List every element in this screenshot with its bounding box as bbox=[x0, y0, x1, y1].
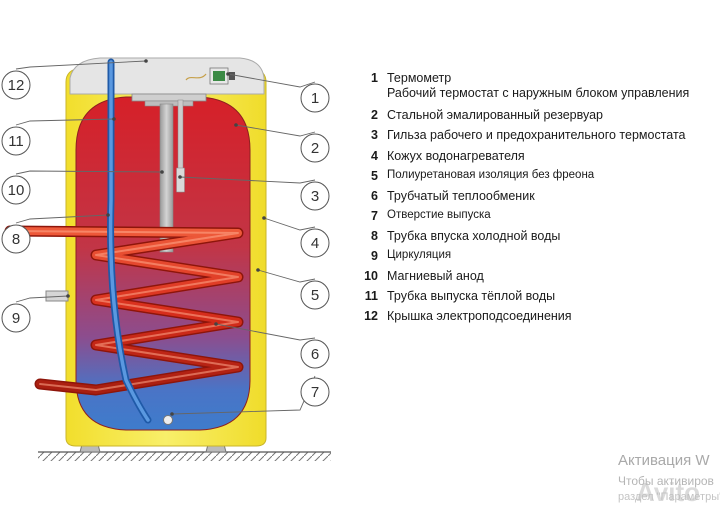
top-cover bbox=[69, 57, 265, 95]
callout-dot-7 bbox=[170, 412, 174, 416]
warm-water-outlet-pipe bbox=[107, 58, 152, 424]
legend-text: Гильза рабочего и предохранительного тер… bbox=[387, 128, 686, 142]
callout-12: 12 bbox=[1, 59, 148, 100]
thermostat-box bbox=[185, 67, 235, 85]
callout-line-12 bbox=[15, 60, 147, 70]
floor bbox=[38, 451, 331, 461]
callout-number-5: 5 bbox=[311, 287, 319, 304]
legend-text: Трубчатый теплообменик bbox=[387, 189, 535, 203]
legend-text: Трубка выпуска тёплой воды bbox=[387, 289, 556, 303]
legend-number: 3 bbox=[371, 128, 378, 142]
outlet-hole bbox=[163, 415, 173, 425]
legend-subtext: Рабочий термостат с наружным блоком упра… bbox=[387, 86, 690, 100]
callout-line-4 bbox=[263, 217, 316, 231]
legend-number: 8 bbox=[371, 229, 378, 243]
callout-circle-12 bbox=[1, 70, 31, 100]
windows-activation-subtext-2: раздел "Параметры" bbox=[618, 491, 720, 503]
callout-dot-1 bbox=[226, 72, 230, 76]
callout-circle-2 bbox=[300, 133, 330, 163]
callout-7: 7 bbox=[170, 375, 330, 416]
callout-dot-4 bbox=[262, 216, 266, 220]
callout-number-7: 7 bbox=[311, 384, 319, 401]
callout-dot-2 bbox=[234, 123, 238, 127]
legend-text: Магниевый анод bbox=[387, 269, 484, 283]
callout-dot-12 bbox=[144, 59, 148, 63]
heat-exchanger-coil bbox=[4, 225, 244, 396]
callout-line-9 bbox=[15, 295, 69, 303]
callout-line-6 bbox=[215, 323, 316, 341]
callout-number-11: 11 bbox=[8, 133, 24, 150]
callout-1: 1 bbox=[226, 72, 330, 113]
callout-circle-11 bbox=[1, 126, 31, 156]
callout-circle-9 bbox=[1, 303, 31, 333]
callout-line-5 bbox=[257, 269, 316, 283]
callout-5: 5 bbox=[256, 268, 330, 310]
callout-8: 8 bbox=[1, 213, 110, 254]
legend-number: 4 bbox=[371, 149, 378, 163]
callout-2: 2 bbox=[234, 123, 330, 163]
callout-number-2: 2 bbox=[311, 140, 319, 157]
callout-dot-8 bbox=[106, 213, 110, 217]
thermostat-sleeve bbox=[176, 99, 185, 193]
callout-line-10 bbox=[15, 170, 163, 175]
callout-dot-11 bbox=[112, 117, 116, 121]
callout-number-10: 10 bbox=[8, 182, 25, 199]
legend-number: 12 bbox=[364, 309, 378, 323]
callout-line-3 bbox=[179, 176, 316, 184]
legend-number: 6 bbox=[371, 189, 378, 203]
callout-6: 6 bbox=[214, 322, 330, 369]
callout-circle-5 bbox=[300, 280, 330, 310]
callout-circle-1 bbox=[300, 83, 330, 113]
callout-number-3: 3 bbox=[311, 188, 319, 205]
legend-number: 2 bbox=[371, 108, 378, 122]
callout-dot-6 bbox=[214, 322, 218, 326]
callout-9: 9 bbox=[1, 294, 70, 333]
legend-number: 1 bbox=[371, 71, 378, 85]
callout-dot-5 bbox=[256, 268, 260, 272]
legend-text: Стальной эмалированный резервуар bbox=[387, 108, 603, 122]
callout-dot-3 bbox=[178, 175, 182, 179]
callout-dot-10 bbox=[160, 170, 164, 174]
legend-text: Крышка электроподсоединения bbox=[387, 309, 572, 323]
callout-dot-9 bbox=[66, 294, 70, 298]
callout-circle-7 bbox=[300, 377, 330, 407]
callout-circle-4 bbox=[300, 228, 330, 258]
callout-circle-8 bbox=[1, 224, 31, 254]
callout-10: 10 bbox=[1, 170, 164, 205]
callout-number-4: 4 bbox=[311, 235, 319, 252]
callout-number-12: 12 bbox=[8, 77, 25, 94]
legend-number: 9 bbox=[371, 249, 378, 263]
callout-4: 4 bbox=[262, 216, 330, 258]
callout-number-1: 1 bbox=[311, 90, 319, 107]
coil-highlight bbox=[9, 230, 239, 391]
legend-text: Отверстие выпуска bbox=[387, 209, 491, 221]
legend-number: 5 bbox=[371, 169, 378, 183]
legend-text: Полиуретановая изоляция без фреона bbox=[387, 169, 595, 181]
legend-number: 11 bbox=[364, 289, 378, 303]
callout-circle-6 bbox=[300, 339, 330, 369]
callout-line-1 bbox=[227, 73, 316, 88]
windows-activation-subtext: Чтобы активиров bbox=[618, 474, 714, 488]
callout-number-9: 9 bbox=[12, 310, 20, 327]
legend-number: 10 bbox=[364, 269, 378, 283]
callout-3: 3 bbox=[178, 175, 330, 211]
legend-text: Термометр bbox=[387, 71, 452, 85]
legend-text: Трубка впуска холодной воды bbox=[387, 229, 561, 243]
callout-line-11 bbox=[15, 118, 115, 126]
legend-number: 7 bbox=[371, 209, 378, 223]
callout-circle-3 bbox=[300, 181, 330, 211]
magnesium-anode bbox=[159, 103, 174, 253]
legend-text: Кожух водонагревателя bbox=[387, 149, 525, 163]
callout-line-8 bbox=[15, 214, 109, 224]
legend-text: Циркуляция bbox=[387, 249, 452, 261]
callout-line-2 bbox=[235, 124, 316, 137]
callout-circle-10 bbox=[1, 175, 31, 205]
callout-11: 11 bbox=[1, 117, 116, 156]
callout-number-6: 6 bbox=[311, 346, 319, 363]
avito-watermark: Avito bbox=[636, 477, 701, 507]
callout-number-8: 8 bbox=[12, 231, 20, 248]
windows-activation-title: Активация W bbox=[618, 452, 710, 469]
